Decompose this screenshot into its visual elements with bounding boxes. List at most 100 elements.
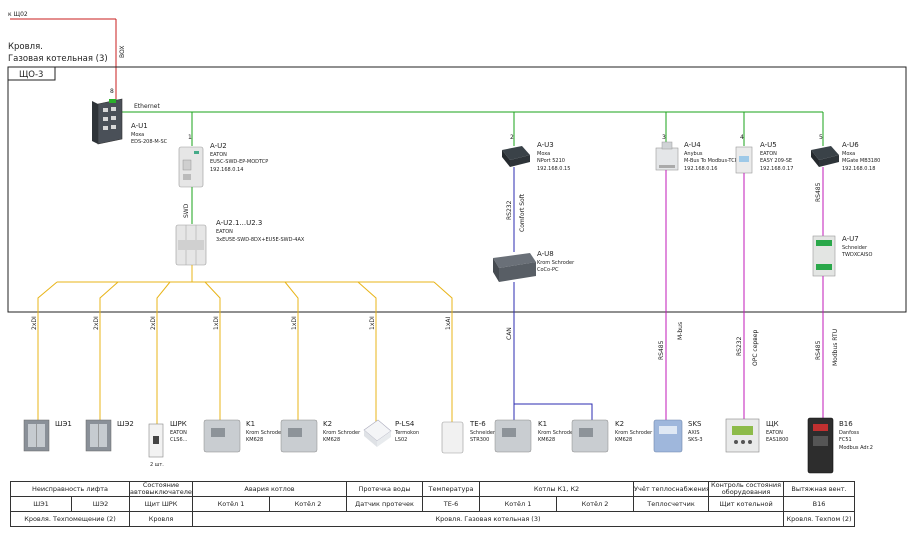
- au2-id: A-U2: [210, 142, 227, 150]
- table-cell: Котёл 2: [556, 496, 635, 512]
- au8-brand: Krom Schroder: [537, 260, 575, 266]
- thermostat-te6[interactable]: [441, 421, 464, 454]
- k1a-model: KM628: [246, 437, 263, 443]
- io-label-3: 2xDI: [150, 316, 157, 330]
- opc-label: OPC сервер: [752, 330, 759, 366]
- modbus-label: Modbus RTU: [832, 329, 839, 366]
- au7-model: TWDXCAISO: [841, 252, 872, 258]
- cabinet-label-box: [7, 66, 56, 81]
- rs485-label-c: RS485: [815, 340, 822, 360]
- table-cell: Вытяжная вент.: [783, 481, 856, 497]
- supply-line: к Щ02 BOX: [8, 11, 126, 99]
- table-cell: Котёл 1: [192, 496, 271, 512]
- port-5-label: 5: [819, 134, 823, 141]
- table-row: ШЭ1 ШЭ2 Щит ШРК Котёл 1 Котёл 2 Датчик п…: [10, 496, 856, 512]
- table-cell: Котлы К1, К2: [479, 481, 635, 497]
- pls-model: LS02: [395, 437, 407, 443]
- au3-brand: Moxa: [537, 151, 550, 157]
- au3-model: NPort 5210: [537, 158, 565, 164]
- shk-id: ЩК: [766, 420, 779, 428]
- port-2-label: 2: [510, 134, 514, 141]
- table-cell: Контроль состояния оборудования: [708, 481, 785, 497]
- io-label-5: 1xDI: [291, 316, 298, 330]
- gateway-au4[interactable]: [655, 141, 679, 171]
- table-cell: Кровля. Техпом (2): [783, 511, 856, 527]
- k1b-id: K1: [538, 420, 547, 428]
- k2a-brand: Krom Schroder: [323, 430, 361, 436]
- k2b-model: KM628: [615, 437, 632, 443]
- switch-port-label: 8: [110, 88, 114, 95]
- module-au7[interactable]: [812, 235, 836, 277]
- k2a-model: KM628: [323, 437, 340, 443]
- shk-model: EAS1800: [766, 437, 788, 443]
- au21-model: 3xEU5E-SWD-8DX+EU5E-SWD-4AX: [216, 237, 305, 243]
- au6-ip: 192.168.0.18: [842, 166, 875, 172]
- au2-ip: 192.168.0.14: [210, 167, 243, 173]
- boiler-k2-a[interactable]: [280, 419, 318, 453]
- drive-b16[interactable]: [807, 417, 834, 474]
- io-label-4: 1xDI: [213, 316, 220, 330]
- table-row: Кровля. Техпомещение (2) Кровля Кровля. …: [9, 511, 856, 527]
- table-cell: Авария котлов: [192, 481, 348, 497]
- table-cell: Неисправность лифта: [9, 481, 131, 497]
- boiler-k2-b[interactable]: [571, 419, 609, 453]
- controller-au5[interactable]: [735, 146, 753, 174]
- elevator-sh1[interactable]: [23, 419, 50, 452]
- elevator-sh2[interactable]: [85, 419, 112, 452]
- switch-au1[interactable]: [92, 98, 123, 145]
- au4-model: M-Bus To Modbus-TCP: [684, 158, 738, 164]
- io-label-2: 2xDI: [93, 316, 100, 330]
- table-cell: Температура: [422, 481, 481, 497]
- supply-label: BOX: [119, 46, 126, 58]
- sh1-label: ШЭ1: [55, 420, 72, 428]
- rs232-label-a: RS232: [506, 200, 513, 220]
- boiler-k1-a[interactable]: [203, 419, 241, 453]
- table-cell: Датчик протечек: [346, 496, 424, 512]
- shrk-note: 2 шт.: [150, 462, 164, 468]
- au5-ip: 192.168.0.17: [760, 166, 793, 172]
- swd-label: SWD: [183, 203, 190, 218]
- location-line2: Газовая котельная (3): [8, 54, 108, 64]
- au4-ip: 192.168.0.16: [684, 166, 717, 172]
- au21-id: A-U2.1...U2.3: [216, 219, 262, 227]
- table-cell: Теплосчетчик: [633, 496, 710, 512]
- table-cell: Кровля: [129, 511, 194, 527]
- location-line1: Кровля.: [8, 42, 43, 52]
- au7-brand: Schneider: [842, 245, 868, 251]
- table-cell: Кровля. Газовая котельная (3): [192, 511, 785, 527]
- au8-id: A-U8: [537, 250, 554, 258]
- rs232-label-b: RS232: [736, 336, 743, 356]
- k1b-model: KM628: [538, 437, 555, 443]
- port-4-label: 4: [740, 134, 744, 141]
- au2-brand: EATON: [210, 152, 227, 158]
- table-cell: Состояние автовыключателей: [129, 481, 194, 497]
- io-modules-au21[interactable]: [175, 224, 207, 266]
- te6-model: STR300: [470, 437, 489, 443]
- au6-id: A-U6: [842, 141, 859, 149]
- gateway-au6[interactable]: [811, 146, 839, 167]
- gateway-au2[interactable]: [178, 146, 204, 188]
- table-cell: ШЭ1: [10, 496, 72, 512]
- leak-sensor-pls[interactable]: [363, 419, 392, 447]
- k1b-brand: Krom Schroder: [538, 430, 576, 436]
- breaker-shrk[interactable]: [148, 423, 164, 458]
- can-bus: [513, 282, 593, 420]
- k1a-brand: Krom Schroder: [246, 430, 284, 436]
- controller-au8[interactable]: [493, 253, 536, 282]
- table-cell: Щит котельной: [708, 496, 785, 512]
- cabinet-frame: [7, 66, 907, 313]
- heat-meter-sks[interactable]: [653, 419, 683, 453]
- boiler-k1-b[interactable]: [494, 419, 532, 453]
- rs485-label-a: RS485: [815, 182, 822, 202]
- mbus-label: M-bus: [677, 322, 684, 340]
- te6-id: TE-6: [469, 420, 486, 428]
- au3-ip: 192.168.0.15: [537, 166, 570, 172]
- panel-shk[interactable]: [725, 418, 760, 453]
- can-label: CAN: [506, 327, 513, 340]
- table-cell: Учёт теплоснабжения: [633, 481, 710, 497]
- shrk-id: ШРК: [170, 420, 187, 428]
- serial-server-au3[interactable]: [502, 146, 530, 167]
- table-cell: Котёл 1: [479, 496, 558, 512]
- au1-brand: Moxa: [131, 132, 144, 138]
